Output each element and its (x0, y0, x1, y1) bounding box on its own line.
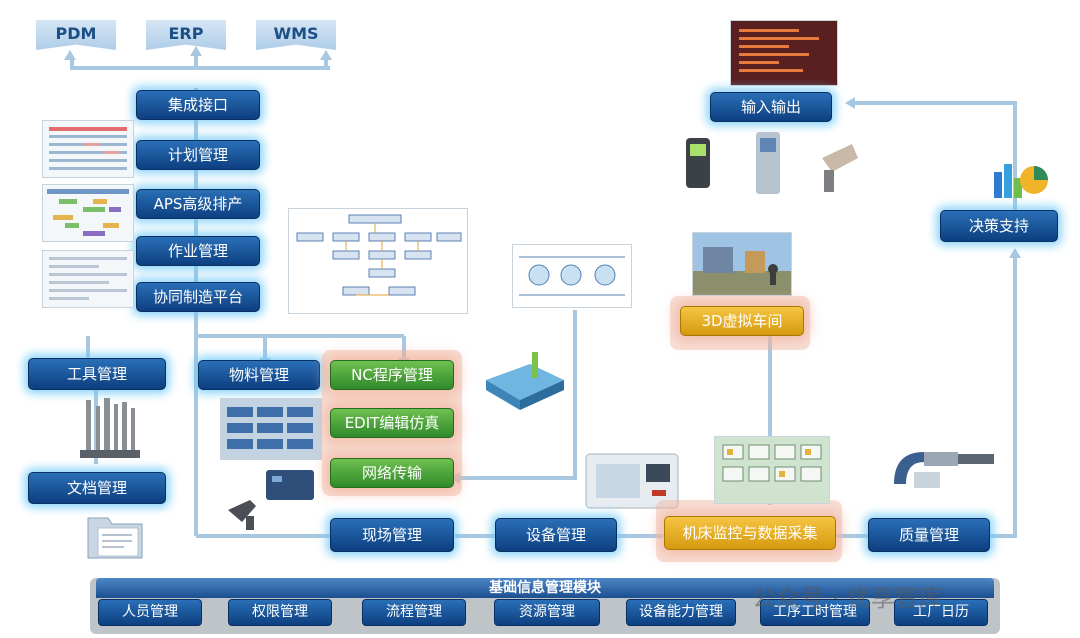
factory-calendar-button[interactable]: 工厂日历 (894, 599, 988, 626)
base-module-title: 基础信息管理模块 (96, 578, 994, 598)
process-flowchart-image (288, 208, 468, 314)
virtual-workshop-button[interactable]: 3D虚拟车间 (680, 306, 804, 336)
input-output-button[interactable]: 输入输出 (710, 92, 832, 122)
warehouse-photo (220, 398, 322, 460)
network-device-photo (222, 462, 322, 532)
terminal-screen-image (730, 20, 838, 86)
micrometer-photo (884, 444, 1002, 504)
planning-management-button[interactable]: 计划管理 (136, 140, 260, 170)
job-screenshot (42, 250, 134, 308)
quality-management-button[interactable]: 质量管理 (868, 518, 990, 552)
folder-icon (84, 508, 146, 562)
factory-layout-image (714, 436, 830, 504)
aps-scheduling-button[interactable]: APS高级排产 (136, 189, 260, 219)
equipment-management-button[interactable]: 设备管理 (495, 518, 617, 552)
aps-gantt-screenshot (42, 184, 134, 242)
nc-program-button[interactable]: NC程序管理 (330, 360, 454, 390)
process-flow-management-button[interactable]: 流程管理 (362, 599, 466, 626)
io-devices-photo (672, 128, 872, 198)
cnc-machine-photo (580, 446, 684, 512)
virtual-workshop-image (692, 232, 792, 296)
tool-management-button[interactable]: 工具管理 (28, 358, 166, 390)
material-management-button[interactable]: 物料管理 (198, 360, 320, 390)
equipment-flow-image (512, 244, 632, 308)
cad-part-image (480, 350, 568, 414)
decision-support-button[interactable]: 决策支持 (940, 210, 1058, 242)
operation-hours-button[interactable]: 工序工时管理 (760, 599, 870, 626)
permission-management-button[interactable]: 权限管理 (228, 599, 332, 626)
integration-interface-button[interactable]: 集成接口 (136, 90, 260, 120)
document-management-button[interactable]: 文档管理 (28, 472, 166, 504)
planning-screenshot (42, 120, 134, 178)
equipment-capacity-button[interactable]: 设备能力管理 (626, 599, 736, 626)
collaborative-platform-button[interactable]: 协同制造平台 (136, 282, 260, 312)
tools-photo (78, 394, 142, 460)
resource-management-button[interactable]: 资源管理 (494, 599, 600, 626)
watermark-text: 公众号 · 优享智库 (752, 584, 943, 612)
personnel-management-button[interactable]: 人员管理 (98, 599, 202, 626)
job-management-button[interactable]: 作业管理 (136, 236, 260, 266)
chart-analytics-icon (990, 152, 1052, 202)
network-transfer-button[interactable]: 网络传输 (330, 458, 454, 488)
site-management-button[interactable]: 现场管理 (330, 518, 454, 552)
machine-monitoring-button[interactable]: 机床监控与数据采集 (664, 516, 836, 550)
edit-simulation-button[interactable]: EDIT编辑仿真 (330, 408, 454, 438)
